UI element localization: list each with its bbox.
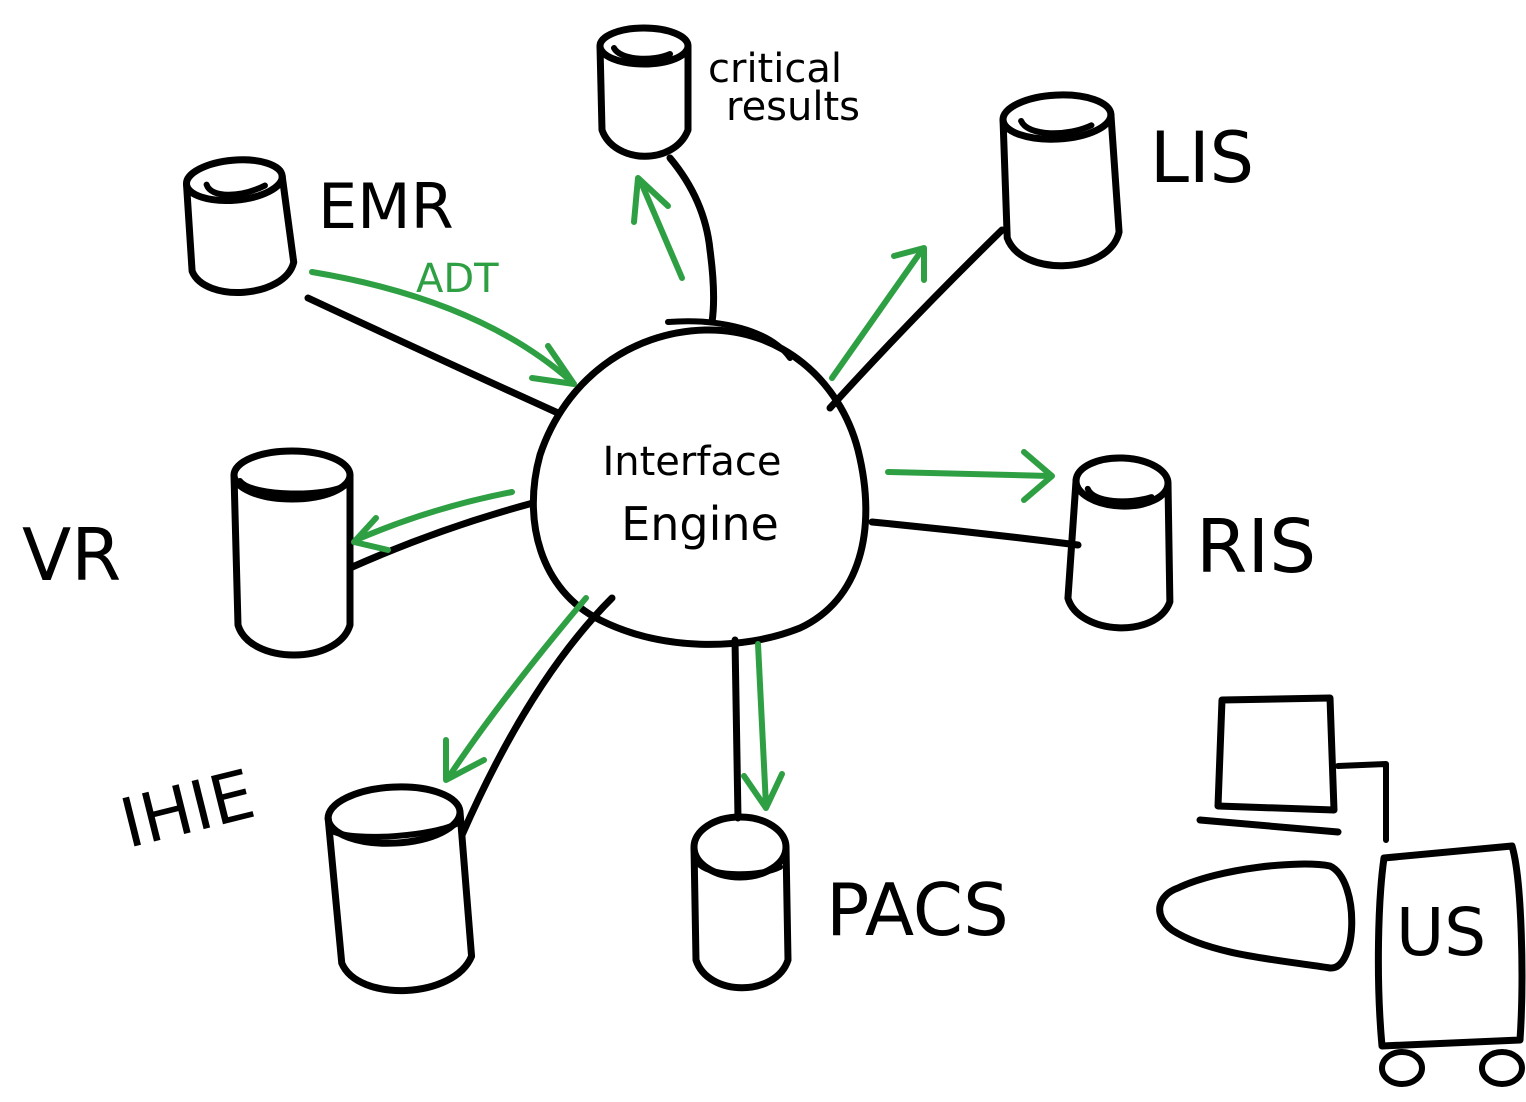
ultrasound-cart-icon	[1374, 842, 1526, 1087]
mouse-icon	[1156, 860, 1356, 972]
computer-monitor-icon	[1196, 694, 1342, 836]
database-ris	[1064, 454, 1174, 632]
hub-label-line1: Interface	[602, 439, 781, 485]
database-emr	[182, 156, 298, 296]
database-cylinder-icon	[1064, 454, 1174, 632]
label-ris: RIS	[1196, 504, 1316, 590]
link-lis	[826, 226, 1006, 412]
flow-arrow-hub-to-ris	[885, 449, 1055, 503]
link-emr	[304, 294, 562, 417]
database-cylinder-icon	[182, 156, 298, 296]
label-lis: LIS	[1150, 117, 1254, 199]
interface-engine-hub: Interface Engine	[529, 318, 870, 648]
flow-arrow-emr-to-hub	[309, 269, 577, 387]
database-lis	[999, 91, 1123, 270]
label-adt: ADT	[416, 256, 499, 302]
connection-lines	[304, 154, 1389, 843]
hub-outline	[529, 326, 870, 648]
link-vr	[346, 499, 537, 572]
database-cylinder-icon	[999, 91, 1123, 270]
hub-label-line2: Engine	[621, 497, 779, 551]
link-ris	[868, 518, 1082, 549]
flow-arrow-hub-to-lis	[829, 245, 927, 381]
link-us-cable	[1335, 761, 1389, 843]
label-pacs: PACS	[826, 868, 1009, 952]
label-us: US	[1396, 894, 1486, 971]
database-vr	[230, 447, 354, 659]
flow-arrows	[309, 175, 1055, 811]
link-critical-results	[666, 154, 718, 326]
hub-sketch-overstroke	[665, 318, 793, 361]
database-cylinder-icon	[596, 24, 692, 160]
database-ihie	[324, 783, 476, 994]
database-cylinder-icon	[324, 783, 476, 994]
flow-arrow-hub-to-critical	[631, 175, 685, 281]
link-ihie	[458, 594, 616, 839]
label-critical-line1: critical	[708, 46, 842, 92]
flow-arrow-hub-to-vr	[351, 489, 515, 553]
label-vr: VR	[22, 513, 121, 597]
flow-arrow-hub-to-pacs	[741, 641, 785, 811]
flow-arrow-hub-to-ihie	[443, 595, 589, 783]
database-critical-results	[596, 24, 692, 160]
label-emr: EMR	[318, 170, 454, 243]
ultrasound-workstation: US	[1156, 694, 1526, 1087]
link-pacs	[731, 636, 742, 822]
database-cylinder-icon	[690, 813, 792, 992]
database-cylinder-icon	[230, 447, 354, 659]
label-critical-line2: results	[726, 84, 860, 130]
label-ihie: IHIE	[113, 755, 262, 864]
database-pacs	[690, 813, 792, 992]
